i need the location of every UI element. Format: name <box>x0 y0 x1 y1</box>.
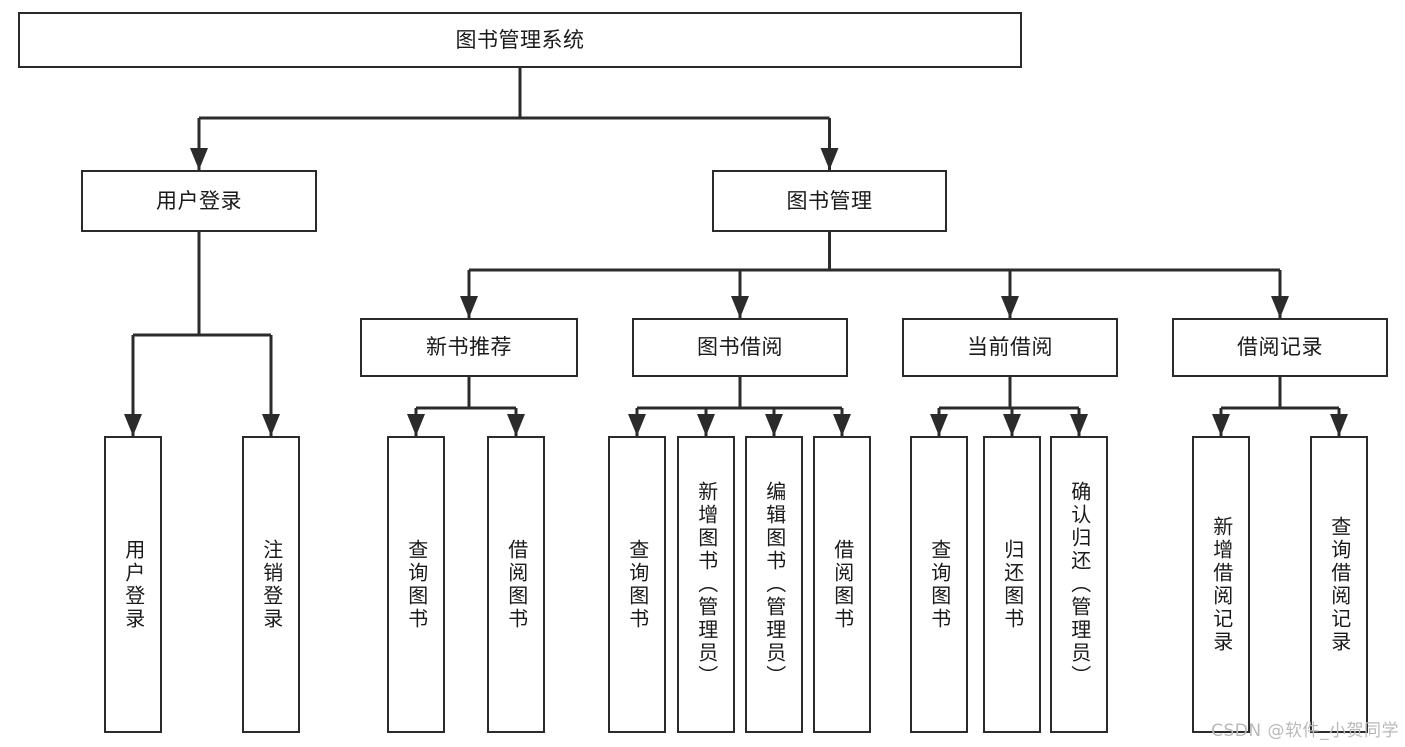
node-leaf-rec-1[interactable]: 新增借阅记录 <box>1192 436 1250 733</box>
node-records[interactable]: 借阅记录 <box>1172 318 1388 377</box>
node-leaf-bor-4[interactable]: 借阅图书 <box>813 436 871 733</box>
edge-arrowhead-icon <box>930 414 948 436</box>
edge-arrowhead-icon <box>731 296 749 318</box>
node-login[interactable]: 用户登录 <box>81 170 317 232</box>
edge-arrowhead-icon <box>1271 296 1289 318</box>
node-label: 查询借阅记录 <box>1327 515 1352 654</box>
node-label: 借阅图书 <box>830 538 855 631</box>
edge-arrowhead-icon <box>1212 414 1230 436</box>
node-leaf-cur-2[interactable]: 归还图书 <box>983 436 1041 733</box>
edge-arrowhead-icon <box>1001 296 1019 318</box>
edge-arrowhead-icon <box>190 148 208 170</box>
node-label: 借阅记录 <box>1237 335 1323 360</box>
node-leaf-rec-2[interactable]: 查询借阅记录 <box>1310 436 1368 733</box>
node-label: 编辑图书（管理员） <box>762 481 787 688</box>
node-label: 图书借阅 <box>697 335 783 360</box>
edge-arrowhead-icon <box>1330 414 1348 436</box>
node-label: 新书推荐 <box>426 335 512 360</box>
node-label: 归还图书 <box>1000 538 1025 631</box>
node-label: 查询图书 <box>927 538 952 631</box>
node-newbook[interactable]: 新书推荐 <box>360 318 578 377</box>
edge-arrowhead-icon <box>833 414 851 436</box>
node-label: 注销登录 <box>259 538 284 631</box>
csdn-watermark: CSDN @软件_小贺同学 <box>1211 721 1399 741</box>
node-leaf-bor-2[interactable]: 新增图书（管理员） <box>677 436 735 733</box>
node-label: 新增图书（管理员） <box>694 481 719 688</box>
node-leaf-new-2[interactable]: 借阅图书 <box>487 436 545 733</box>
node-leaf-cur-1[interactable]: 查询图书 <box>910 436 968 733</box>
node-label: 新增借阅记录 <box>1209 515 1234 654</box>
edge-arrowhead-icon <box>1003 414 1021 436</box>
node-label: 用户登录 <box>156 188 242 213</box>
node-label: 借阅图书 <box>504 538 529 631</box>
node-label: 查询图书 <box>404 538 429 631</box>
node-leaf-cur-3[interactable]: 确认归还（管理员） <box>1050 436 1108 733</box>
edge-arrowhead-icon <box>262 414 280 436</box>
node-label: 确认归还（管理员） <box>1067 481 1092 688</box>
node-label: 图书管理 <box>786 188 873 213</box>
edge-arrowhead-icon <box>407 414 425 436</box>
node-label: 当前借阅 <box>967 335 1053 360</box>
node-leaf-login-2[interactable]: 注销登录 <box>242 436 300 733</box>
node-leaf-bor-3[interactable]: 编辑图书（管理员） <box>745 436 803 733</box>
node-root[interactable]: 图书管理系统 <box>18 12 1022 68</box>
edge-arrowhead-icon <box>1070 414 1088 436</box>
node-current[interactable]: 当前借阅 <box>902 318 1118 377</box>
edge-arrowhead-icon <box>460 296 478 318</box>
edge-arrowhead-icon <box>507 414 525 436</box>
node-label: 用户登录 <box>121 538 146 631</box>
edge-arrowhead-icon <box>765 414 783 436</box>
node-leaf-bor-1[interactable]: 查询图书 <box>608 436 666 733</box>
edge-arrowhead-icon <box>820 148 839 170</box>
edge-arrowhead-icon <box>697 414 715 436</box>
node-bookmgmt[interactable]: 图书管理 <box>712 170 947 232</box>
node-label: 查询图书 <box>625 538 650 631</box>
edge-arrowhead-icon <box>124 414 142 436</box>
node-borrow[interactable]: 图书借阅 <box>632 318 848 377</box>
node-label: 图书管理系统 <box>455 27 585 52</box>
edge-arrowhead-icon <box>628 414 646 436</box>
node-leaf-new-1[interactable]: 查询图书 <box>387 436 445 733</box>
node-leaf-login-1[interactable]: 用户登录 <box>104 436 162 733</box>
